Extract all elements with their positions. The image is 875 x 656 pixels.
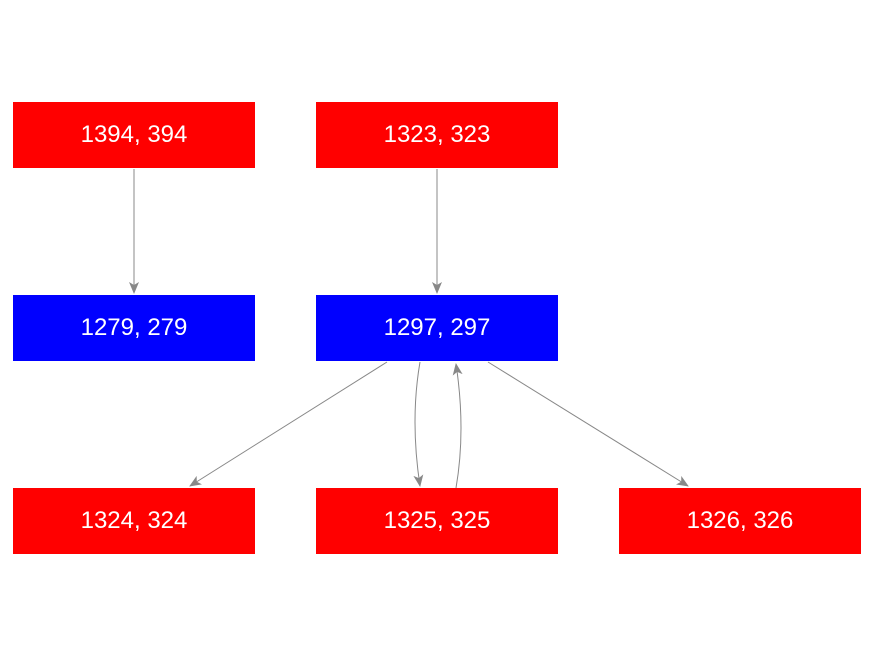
node-label: 1297, 297: [383, 314, 491, 341]
node-1279[interactable]: 1279, 279: [13, 295, 255, 361]
edge-1325-to-1297: [452, 363, 463, 489]
edge-1297-to-1325: [413, 361, 424, 487]
edge-1297-to-1326: [487, 361, 689, 487]
edge-1297-to-1324: [189, 361, 388, 487]
node-1297[interactable]: 1297, 297: [316, 295, 558, 361]
node-label: 1279, 279: [80, 314, 188, 341]
node-1326[interactable]: 1326, 326: [619, 488, 861, 554]
node-1323[interactable]: 1323, 323: [316, 102, 558, 168]
node-label: 1325, 325: [383, 507, 491, 534]
node-1324[interactable]: 1324, 324: [13, 488, 255, 554]
node-label: 1323, 323: [383, 121, 491, 148]
node-label: 1324, 324: [80, 507, 188, 534]
node-label: 1394, 394: [80, 121, 188, 148]
node-label: 1326, 326: [686, 507, 794, 534]
node-1325[interactable]: 1325, 325: [316, 488, 558, 554]
node-1394[interactable]: 1394, 394: [13, 102, 255, 168]
